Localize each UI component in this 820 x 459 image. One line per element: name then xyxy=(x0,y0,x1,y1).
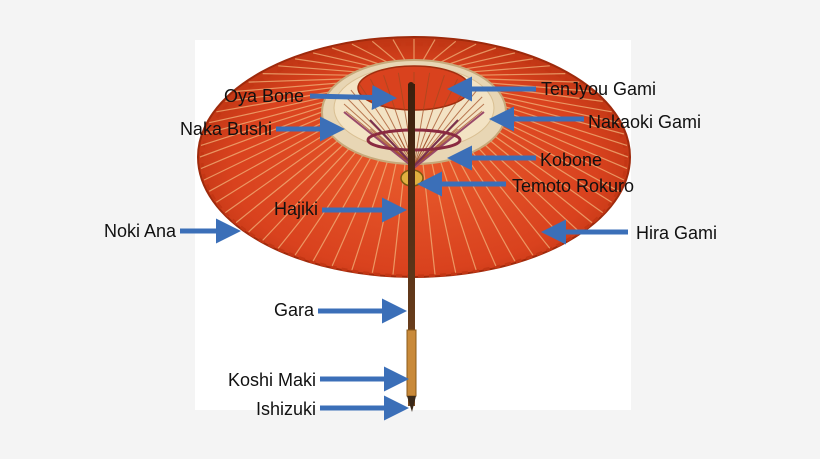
canopy-rib xyxy=(479,73,566,76)
canopy-rib xyxy=(448,159,497,267)
label-kobone: Kobone xyxy=(540,150,603,170)
canopy-rib xyxy=(351,43,388,63)
canopy-rib xyxy=(464,154,534,256)
canopy-rib xyxy=(505,116,628,170)
canopy-edge xyxy=(200,42,628,278)
canopy-rib xyxy=(371,40,397,62)
canopy-rib xyxy=(498,91,612,113)
canopy-rib xyxy=(200,116,323,170)
label-noki-ana: Noki Ana xyxy=(103,221,176,241)
canopy-rib xyxy=(248,78,343,83)
canopy-rib xyxy=(278,65,356,73)
canopy-rib xyxy=(200,106,323,146)
canopy-rib xyxy=(224,136,334,214)
canopy-rib xyxy=(312,52,371,67)
canopy-rib xyxy=(465,58,533,70)
canopy-rib xyxy=(490,140,593,224)
canopy-rib xyxy=(490,82,592,92)
canopy-rib xyxy=(209,96,327,124)
canopy-rib xyxy=(505,106,628,146)
inner-rib xyxy=(413,89,478,167)
canopy-rib xyxy=(440,161,477,271)
pointer-arrows xyxy=(180,76,628,421)
canopy-rib xyxy=(422,39,436,61)
grip-koshi-maki xyxy=(406,329,417,397)
canopy-rib xyxy=(440,43,477,63)
inner-rib xyxy=(345,110,415,167)
canopy-rib xyxy=(262,148,350,241)
canopy-rib xyxy=(208,126,327,192)
canopy-rib xyxy=(472,65,550,73)
canopy-rib xyxy=(431,40,457,62)
canopy-rib xyxy=(277,151,357,249)
label-hira-gami: Hira Gami xyxy=(636,223,718,243)
label-nakaoki-gami: Nakaoki Gami xyxy=(588,112,702,132)
label-gara: Gara xyxy=(273,300,314,320)
canopy-rib xyxy=(456,157,516,262)
canopy-rib xyxy=(494,136,604,214)
crown-tip xyxy=(408,82,414,88)
canopy-rib xyxy=(501,96,619,124)
inner-rib xyxy=(350,89,415,167)
label-tenjyou-gami: TenJyou Gami xyxy=(541,79,657,99)
canopy-rib xyxy=(485,78,580,83)
canopy-rib xyxy=(331,47,379,65)
label-temoto-rokuro: Temoto Rokuro xyxy=(512,176,635,196)
canopy-rib xyxy=(225,86,333,102)
label-oya-bone: Oya Bone xyxy=(223,86,304,106)
canopy-rib xyxy=(199,111,323,158)
canopy-rib xyxy=(503,121,625,181)
canopy-rib xyxy=(295,58,363,70)
canopy-rib xyxy=(294,154,364,256)
canopy-rib xyxy=(236,82,338,92)
canopy-rib xyxy=(215,131,330,203)
shaft-gara xyxy=(408,84,415,406)
tip-ishizuki xyxy=(407,396,416,412)
label-hajiki: Hajiki xyxy=(273,199,318,219)
canopy-rib xyxy=(471,151,551,249)
canopy-rib xyxy=(248,144,344,233)
canopy-rib xyxy=(203,101,324,135)
canopy-rib xyxy=(449,47,497,65)
canopy-rib xyxy=(457,52,516,67)
canopy-rib xyxy=(498,131,613,203)
canopy-rib xyxy=(262,73,349,76)
label-koshi-maki: Koshi Maki xyxy=(227,370,316,390)
canopy-rib xyxy=(501,126,620,192)
label-ishizuki: Ishizuki xyxy=(255,399,316,419)
canopy-rib xyxy=(351,161,388,271)
canopy-rib xyxy=(331,159,380,267)
canopy-rib xyxy=(392,39,406,61)
arrow-oya-bone xyxy=(309,85,397,111)
canopy-rib xyxy=(235,140,338,224)
label-naka-bushi: Naka Bushi xyxy=(179,119,272,139)
canopy-rib xyxy=(203,121,325,181)
